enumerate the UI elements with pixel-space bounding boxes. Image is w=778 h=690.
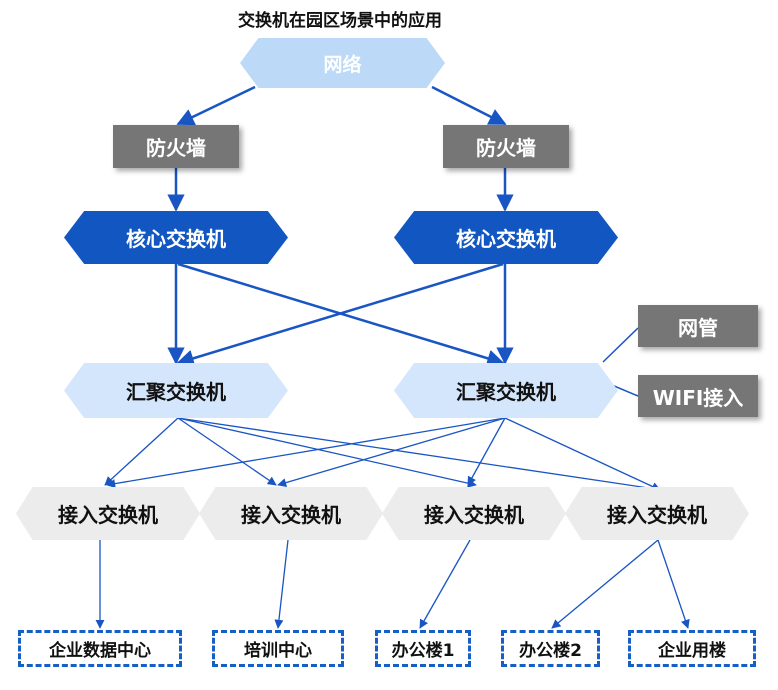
- edge-agg-left-acc-3: [177, 417, 477, 488]
- network-management-node: 网管: [638, 305, 758, 347]
- diagram-title: 交换机在园区场景中的应用: [238, 11, 442, 31]
- wifi-access-node: WIFI接入: [638, 375, 758, 417]
- destination-office-building-1: 办公楼1: [375, 630, 471, 667]
- edge-agg-right-acc-2: [277, 417, 506, 488]
- edge-network-firewall-right: [431, 85, 507, 126]
- destination-data-center: 企业数据中心: [18, 630, 182, 667]
- edge-network-firewall-left: [176, 85, 256, 126]
- core-switch-left: 核心交换机: [64, 211, 288, 264]
- edge-agg-right-acc-1: [106, 417, 506, 489]
- access-switch-1: 接入交换机: [16, 487, 200, 540]
- edge-agg-right-acc-3: [467, 417, 506, 486]
- edge-acc-2-dest-2: [274, 539, 289, 629]
- edge-acc-4-dest-4: [551, 539, 659, 629]
- edge-core-right-agg-left: [176, 262, 504, 367]
- edge-acc-4-dest-5: [657, 539, 690, 629]
- aggregation-switch-right: 汇聚交换机: [394, 363, 618, 418]
- access-switch-2: 接入交换机: [199, 487, 383, 540]
- edge-agg-netmgmt: [602, 327, 639, 363]
- firewall-right: 防火墙: [443, 125, 569, 168]
- edge-agg-left-acc-1: [104, 417, 179, 486]
- access-switch-4: 接入交换机: [565, 487, 749, 540]
- aggregation-switch-left: 汇聚交换机: [64, 363, 288, 418]
- destination-training-center: 培训中心: [212, 630, 344, 667]
- destination-enterprise-building: 企业用楼: [628, 630, 756, 667]
- network-node: 网络: [240, 38, 445, 88]
- edge-acc-3-dest-3: [419, 539, 471, 629]
- firewall-left: 防火墙: [113, 125, 239, 168]
- edge-agg-right-acc-4: [504, 417, 661, 491]
- edge-agg-left-acc-4: [177, 417, 663, 494]
- core-switch-right: 核心交换机: [394, 211, 618, 264]
- access-switch-3: 接入交换机: [382, 487, 566, 540]
- destination-office-building-2: 办公楼2: [501, 630, 600, 667]
- edge-agg-left-acc-2: [177, 417, 277, 486]
